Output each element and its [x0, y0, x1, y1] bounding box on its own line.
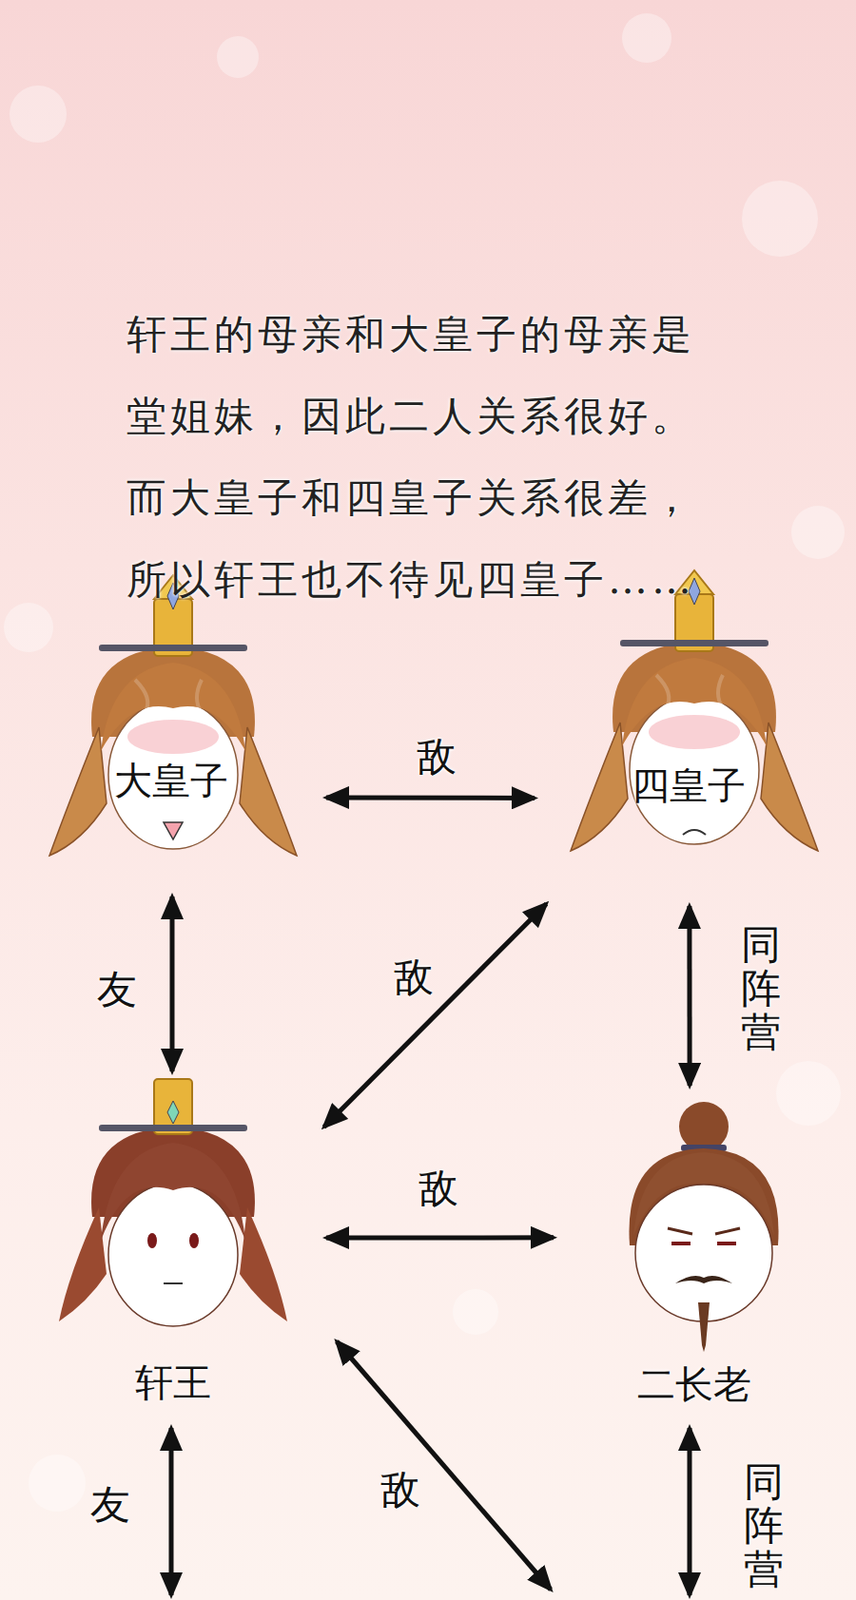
relation-arrow — [326, 1235, 554, 1241]
relation-label: 敌 — [393, 951, 434, 1005]
relation-label: 同阵营 — [740, 923, 781, 1056]
character-name: 二长老 — [637, 1359, 752, 1412]
character-name: 大皇子 — [114, 755, 229, 808]
note-text: 轩王的母亲和大皇子的母亲是堂姐妹，因此二人关系很好。而大皇子和四皇子关系很差，所… — [126, 293, 709, 622]
connector-line — [169, 1428, 175, 1596]
relation-label: 敌 — [418, 1162, 459, 1216]
relation-arrow — [170, 896, 176, 1072]
character-node: 二长老 — [561, 1093, 837, 1422]
relation-label: 友 — [90, 1478, 131, 1533]
relation-label: 友 — [97, 963, 137, 1017]
relation-arrow — [326, 795, 535, 800]
character-node: 轩王 — [52, 1079, 319, 1422]
relation-label: 敌 — [380, 1463, 421, 1518]
relation-arrow — [686, 906, 692, 1087]
connector-line — [687, 1428, 693, 1596]
character-name: 四皇子 — [631, 759, 746, 813]
connector-line — [336, 1342, 551, 1591]
character-node: 大皇子 — [52, 594, 319, 890]
character-name: 轩王 — [135, 1357, 212, 1410]
relation-arrow — [324, 904, 547, 1129]
relation-label: 同阵营 — [743, 1460, 784, 1594]
character-node: 四皇子 — [542, 594, 823, 899]
relation-label: 敌 — [416, 730, 457, 784]
